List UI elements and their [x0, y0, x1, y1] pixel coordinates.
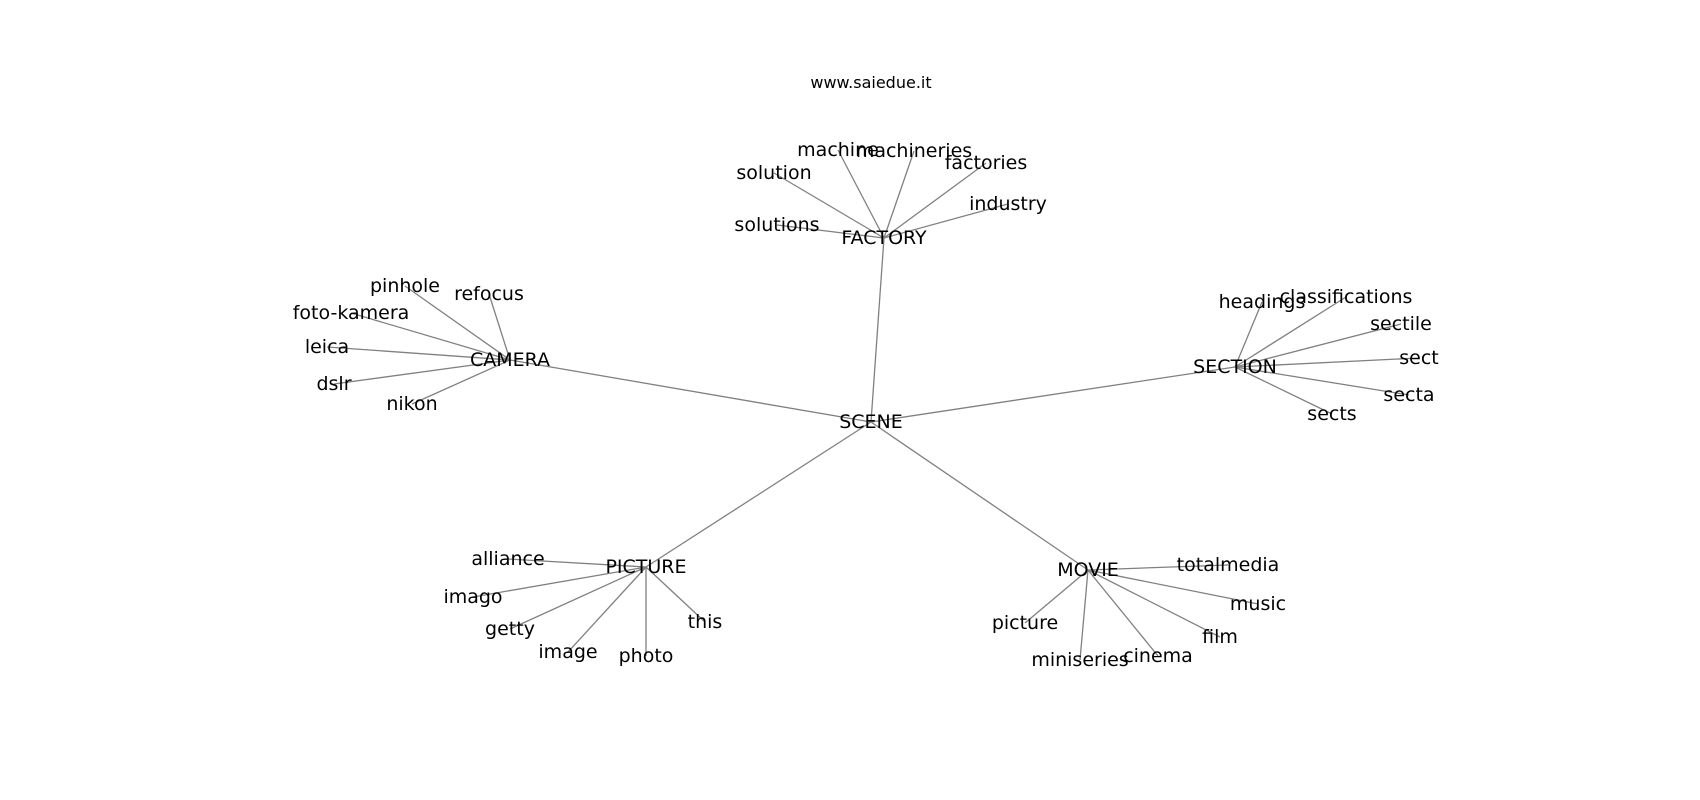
edge-camera-nikon [411, 359, 511, 405]
edge-root-camera [509, 359, 872, 423]
node-leaf-sectile: sectile [1370, 313, 1432, 335]
edge-picture-alliance [507, 558, 647, 568]
node-leaf-industry: industry [969, 193, 1047, 215]
node-hub-factory: FACTORY [841, 227, 927, 249]
edge-section-secta [1234, 366, 1410, 396]
node-leaf-getty: getty [485, 618, 535, 640]
node-leaf-factories: factories [945, 152, 1028, 174]
node-leaf-sects: sects [1307, 403, 1356, 425]
edge-section-sectile [1234, 323, 1402, 368]
node-leaf-pinhole: pinhole [370, 275, 440, 297]
edge-camera-dslr [333, 359, 511, 385]
node-leaf-totalmedia: totalmedia [1177, 554, 1280, 576]
node-leaf-solutions: solutions [734, 214, 819, 236]
node-leaf-leica: leica [305, 336, 349, 358]
edge-factory-solution [773, 172, 885, 239]
edge-camera-foto-kamera [350, 312, 511, 361]
node-leaf-headings: headings [1219, 291, 1306, 313]
node-leaf-machine: machine [797, 139, 879, 161]
edge-root-factory [870, 237, 885, 423]
edge-root-picture [645, 421, 872, 568]
node-leaf-film: film [1202, 626, 1238, 648]
node-leaf-photo: photo [619, 645, 674, 667]
node-root-scene: SCENE [839, 411, 903, 433]
node-leaf-foto-kamera: foto-kamera [293, 302, 410, 324]
node-leaf-music: music [1230, 593, 1286, 615]
node-leaf-cinema: cinema [1123, 645, 1193, 667]
edge-camera-pinhole [404, 285, 511, 361]
node-leaf-machineries: machineries [856, 140, 972, 162]
node-leaf-dslr: dslr [316, 373, 351, 395]
edge-section-sects [1234, 366, 1333, 415]
source-url-text: www.saiedue.it [810, 73, 931, 92]
edge-factory-machineries [883, 150, 915, 239]
edge-root-section [870, 366, 1236, 423]
edge-section-classifications [1234, 296, 1347, 368]
edge-picture-getty [509, 566, 647, 630]
node-hub-camera: CAMERA [470, 349, 550, 371]
node-hub-movie: MOVIE [1057, 559, 1119, 581]
node-leaf-sect: sect [1399, 347, 1438, 369]
edge-factory-solutions [776, 224, 885, 239]
edge-movie-totalmedia [1087, 564, 1229, 571]
edge-movie-music [1087, 569, 1259, 605]
edge-picture-this [645, 566, 706, 623]
edge-root-movie [870, 421, 1089, 571]
edge-movie-film [1087, 569, 1221, 638]
edge-factory-factories [883, 162, 987, 239]
node-hub-section: SECTION [1193, 356, 1277, 378]
node-leaf-imago: imago [443, 586, 502, 608]
node-leaf-nikon: nikon [386, 393, 437, 415]
edges-layer [326, 149, 1420, 661]
edge-movie-picture [1024, 569, 1089, 624]
node-leaf-classifications: classifications [1280, 286, 1413, 308]
node-leaf-picture: picture [992, 612, 1058, 634]
node-leaf-miniseries: miniseries [1031, 649, 1128, 671]
edge-camera-refocus [488, 293, 511, 361]
edge-factory-machine [837, 149, 885, 239]
node-hub-picture: PICTURE [605, 556, 686, 578]
edge-section-headings [1234, 301, 1263, 368]
edge-camera-leica [326, 346, 511, 361]
edge-factory-industry [883, 203, 1009, 239]
node-leaf-alliance: alliance [471, 548, 544, 570]
node-leaf-secta: secta [1383, 384, 1434, 406]
node-leaf-image: image [538, 641, 597, 663]
node-leaf-this: this [688, 611, 723, 633]
node-leaf-solution: solution [736, 162, 811, 184]
edge-picture-image [567, 566, 647, 653]
edge-picture-imago [472, 566, 647, 598]
edge-section-sect [1234, 357, 1420, 368]
edge-movie-miniseries [1079, 569, 1089, 661]
node-leaf-refocus: refocus [454, 283, 524, 305]
edge-movie-cinema [1087, 569, 1159, 657]
